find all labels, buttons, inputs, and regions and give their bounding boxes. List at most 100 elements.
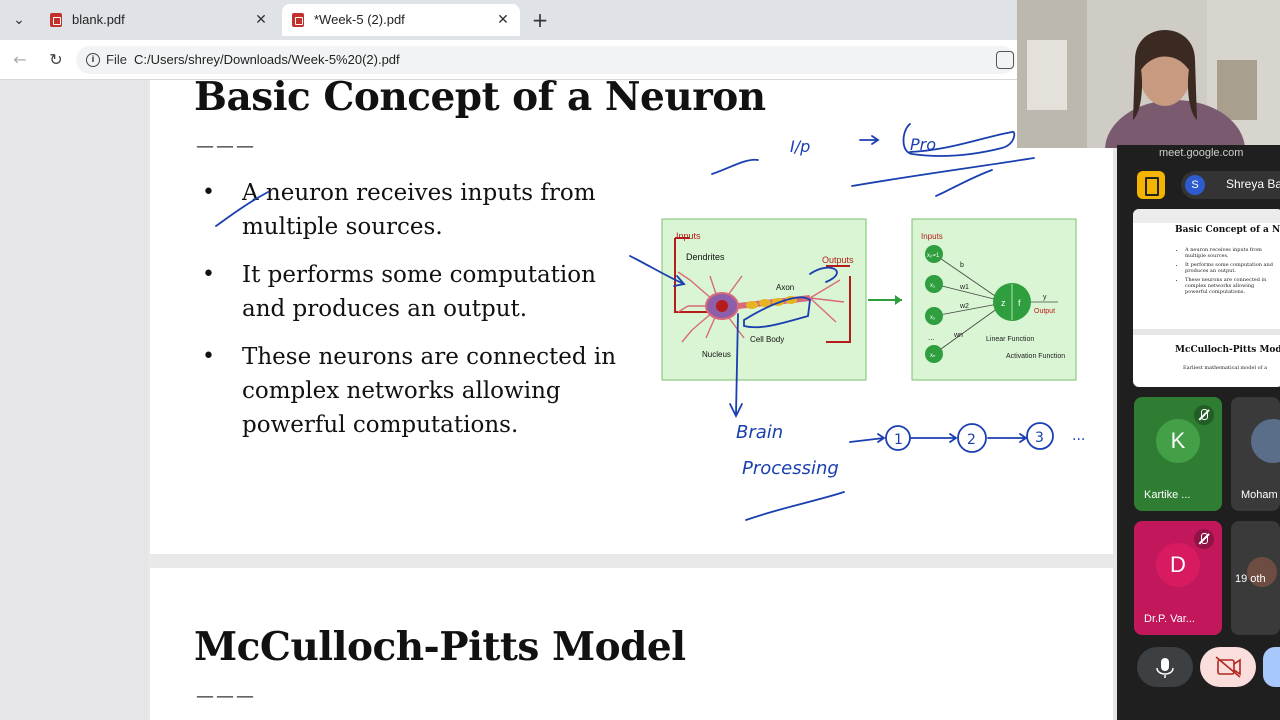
tab-blank-pdf[interactable]: blank.pdf ✕ (40, 4, 278, 36)
close-icon[interactable]: ✕ (497, 11, 509, 27)
dendrites-label: Dendrites (686, 252, 725, 262)
neuron-diagram: Inputs Dendrites Outputs Axon Cell Body … (215, 123, 1085, 521)
b-label: b (960, 262, 964, 269)
presenter-chip[interactable]: S Shreya Ba (1181, 171, 1280, 199)
math-neuron-illustration (925, 245, 1058, 363)
address-bar: ← ↻ i File C:/Users/shrey/Downloads/Week… (0, 40, 1017, 80)
presenter-video-frame (1017, 0, 1280, 148)
page-title: McCulloch-Pitts Model (194, 624, 686, 670)
preview-title: Basic Concept of a Neuro (1175, 225, 1280, 235)
participant-name: Moham (1241, 489, 1278, 501)
new-tab-plus-icon[interactable]: + (531, 8, 549, 32)
bio-inputs-label: Inputs (676, 231, 701, 241)
avatar: D (1156, 543, 1200, 587)
z-label: z (1001, 298, 1006, 308)
y-label: y (1043, 294, 1047, 301)
url-scheme: File (106, 52, 127, 67)
camera-off-icon (1215, 656, 1241, 678)
mic-off-icon (1194, 529, 1214, 549)
preview-line-2: Earliest mathematical model of a (1183, 365, 1268, 371)
participant-tile[interactable]: K Kartike ... (1134, 397, 1222, 511)
ink-node-1: 1 (894, 432, 903, 448)
tab-label: *Week-5 (2).pdf (314, 12, 405, 27)
preview-toolbar (1133, 209, 1280, 223)
url-field[interactable]: i File C:/Users/shrey/Downloads/Week-5%2… (76, 46, 1016, 74)
w1-label: w1 (959, 284, 969, 291)
bio-outputs-label: Outputs (822, 255, 854, 265)
pdf-icon (50, 13, 62, 27)
axon-label: Axon (776, 283, 794, 292)
tab-label: blank.pdf (72, 12, 125, 27)
participant-tile[interactable]: D Dr.P. Var... (1134, 521, 1222, 635)
list-item: It performs some computation and produce… (202, 258, 622, 326)
tab-week5-pdf[interactable]: *Week-5 (2).pdf ✕ (282, 4, 520, 36)
presenter-video (1017, 0, 1280, 148)
presenter-name: Shreya Ba (1226, 177, 1280, 191)
f-label: f (1018, 298, 1021, 308)
dots-label: ... (928, 333, 935, 342)
preview-page-gap (1133, 329, 1280, 335)
meet-side-panel: meet.google.com S Shreya Ba Basic Concep… (1117, 145, 1280, 720)
ink-input-label: I/p (790, 137, 810, 156)
avatar: S (1185, 175, 1205, 195)
avatar (1247, 557, 1277, 587)
bullet-list: A neuron receives inputs from multiple s… (202, 176, 622, 456)
pdf-page-2: McCulloch-Pitts Model ——— (150, 568, 1113, 720)
reload-icon[interactable]: ↻ (49, 50, 63, 69)
list-item: A neuron receives inputs from multiple s… (1185, 247, 1277, 259)
meet-activities-icon[interactable] (1137, 171, 1165, 199)
participant-name: Kartike ... (1144, 489, 1191, 501)
math-inputs-label: Inputs (921, 232, 943, 241)
preview-bullets: A neuron receives inputs from multiple s… (1177, 247, 1277, 298)
ink-processing-label: Processing (742, 458, 839, 479)
page-title: Basic Concept of a Neuron (194, 74, 766, 120)
camera-off-button[interactable] (1200, 647, 1256, 687)
pdf-page-1: Basic Concept of a Neuron ——— A neuron r… (150, 74, 1113, 554)
title-divider: ——— (196, 136, 256, 157)
w2-label: w2 (959, 303, 969, 310)
participant-name: Dr.P. Var... (1144, 613, 1195, 625)
activation-function-label: Activation Function (1006, 353, 1065, 360)
participant-tile[interactable]: Moham (1231, 397, 1280, 511)
participant-tile[interactable]: 19 oth (1231, 521, 1280, 635)
tab-search-chevron-icon[interactable]: ⌄ (13, 12, 25, 28)
avatar: K (1156, 419, 1200, 463)
ink-node-2: 2 (967, 432, 976, 448)
ink-ellipsis: ... (1072, 428, 1085, 444)
pdf-icon (292, 13, 304, 27)
screen-share-preview[interactable]: Basic Concept of a Neuro A neuron receiv… (1133, 209, 1280, 387)
list-item: These neurons are connected in complex n… (202, 340, 622, 442)
ink-node-3: 3 (1035, 430, 1044, 446)
nucleus-label: Nucleus (702, 350, 731, 359)
ink-brain-label: Brain (736, 422, 783, 443)
participant-name: 19 oth (1235, 573, 1266, 585)
ink-annotations (215, 123, 1054, 521)
reader-mode-icon[interactable] (996, 51, 1014, 69)
preview-title-2: McCulloch-Pitts Model (1175, 345, 1280, 355)
close-icon[interactable]: ✕ (255, 11, 267, 27)
microphone-button[interactable] (1137, 647, 1193, 687)
url-path: C:/Users/shrey/Downloads/Week-5%20(2).pd… (134, 52, 400, 67)
xn-label: xₙ (930, 353, 936, 359)
linear-function-label: Linear Function (986, 336, 1034, 343)
pdf-viewer-gutter (0, 80, 148, 720)
browser-tab-bar: ⌄ blank.pdf ✕ *Week-5 (2).pdf ✕ + (0, 0, 1017, 40)
output-label: Output (1034, 308, 1055, 315)
ink-process-label: Pro (910, 135, 936, 154)
avatar (1251, 419, 1280, 463)
info-icon[interactable]: i (86, 53, 100, 67)
x1-label: x₁ (930, 283, 935, 289)
list-item: A neuron receives inputs from multiple s… (202, 176, 622, 244)
bio-neuron-illustration (674, 237, 851, 343)
wn-label: wn (953, 332, 963, 339)
x0-label: x₀=1 (927, 253, 940, 259)
x2-label: x₂ (930, 315, 936, 321)
pdf-viewer-gutter-right (1113, 148, 1117, 720)
meet-url: meet.google.com (1159, 147, 1244, 159)
present-button[interactable] (1263, 647, 1280, 687)
back-arrow-icon[interactable]: ← (13, 50, 27, 69)
list-item: These neurons are connected in complex n… (1185, 277, 1277, 295)
list-item: It performs some computation and produce… (1185, 262, 1277, 274)
title-divider: ——— (196, 686, 256, 707)
cell-body-label: Cell Body (750, 335, 784, 344)
